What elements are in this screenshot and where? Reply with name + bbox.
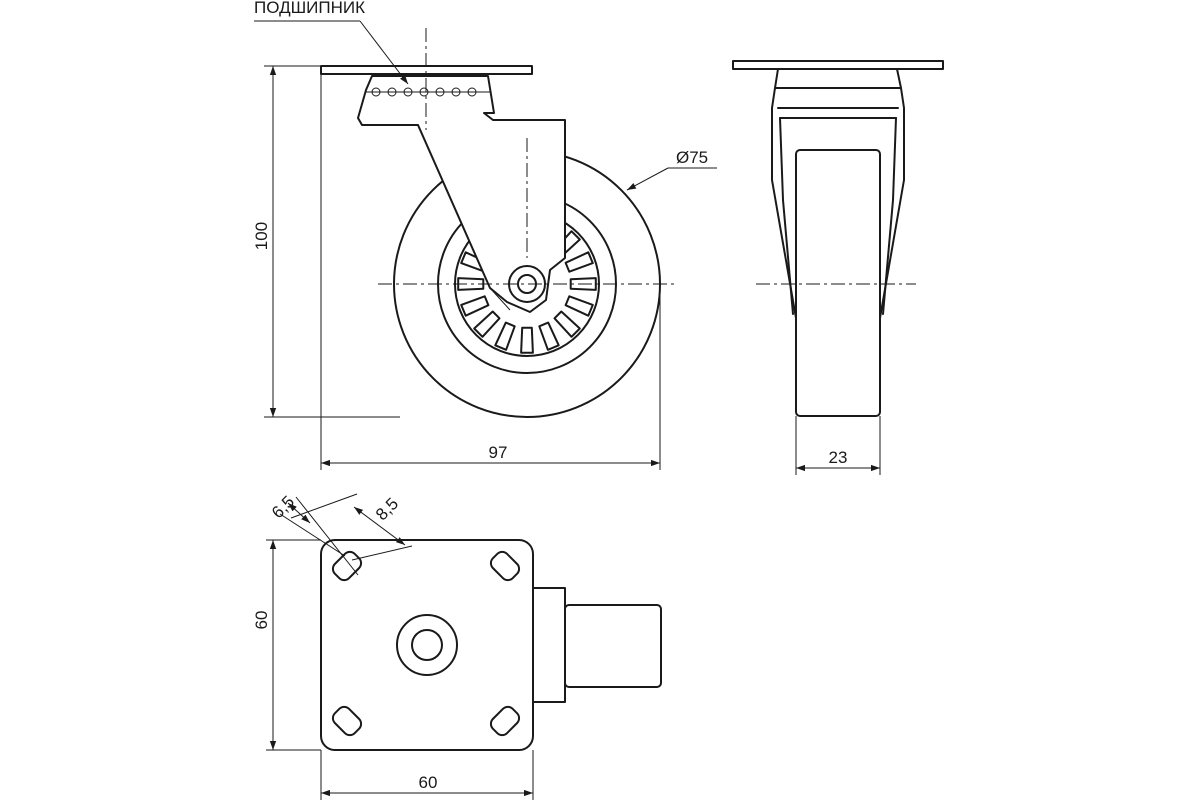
spoke [564, 295, 594, 317]
side-fork-outer-left [771, 68, 797, 319]
bearing-leader [359, 20, 409, 85]
hole-offset-a-label: 6,5 [268, 492, 298, 522]
side-view: 23 [732, 60, 944, 475]
mounting-slot [331, 705, 363, 737]
spoke [564, 251, 594, 273]
diameter-leader [626, 167, 669, 191]
height-label: 100 [252, 222, 271, 250]
spoke [494, 321, 516, 351]
top-wheel [564, 604, 662, 688]
plate-height-label: 60 [252, 611, 271, 630]
hole-offset-a-dimension [287, 502, 311, 524]
kingpin-outer [396, 614, 458, 676]
mounting-slot [489, 550, 521, 582]
side-fork-outer-right [879, 68, 905, 319]
spoke [569, 277, 597, 291]
hole-offset-b-label: 8,5 [372, 494, 402, 524]
side-fork-inner-left [779, 117, 794, 315]
spoke [538, 321, 560, 351]
top-view: 6,5 8,5 60 60 [252, 492, 662, 800]
hole-offset-b-dimension [353, 506, 406, 546]
wheel-diameter-label: Ø75 [676, 148, 708, 167]
wheel-width-label: 23 [829, 448, 848, 467]
plate-width-label: 60 [419, 773, 438, 792]
spoke [457, 277, 485, 291]
side-fork-inner-right [882, 117, 897, 315]
mounting-slot [489, 705, 521, 737]
fork-edge [489, 287, 511, 311]
mounting-slots [331, 550, 521, 737]
bearing-label: ПОДШИПНИК [254, 0, 365, 17]
spoke [473, 310, 501, 338]
hole-ext-b [295, 496, 359, 576]
hole-ext-c [351, 545, 413, 561]
top-fork-block [532, 587, 566, 703]
mounting-slot [331, 550, 363, 582]
spoke [460, 295, 490, 317]
width-label: 97 [489, 443, 508, 462]
spoke [520, 326, 534, 354]
swivel-fork [357, 75, 566, 313]
mounting-plate [320, 539, 534, 751]
spoke [553, 310, 581, 338]
hole-ext-a [279, 513, 346, 557]
side-top-plate [732, 60, 944, 70]
side-wheel [795, 149, 881, 417]
front-view: ПОДШИПНИК Ø75 100 97 [252, 0, 717, 470]
kingpin-inner [411, 629, 443, 661]
